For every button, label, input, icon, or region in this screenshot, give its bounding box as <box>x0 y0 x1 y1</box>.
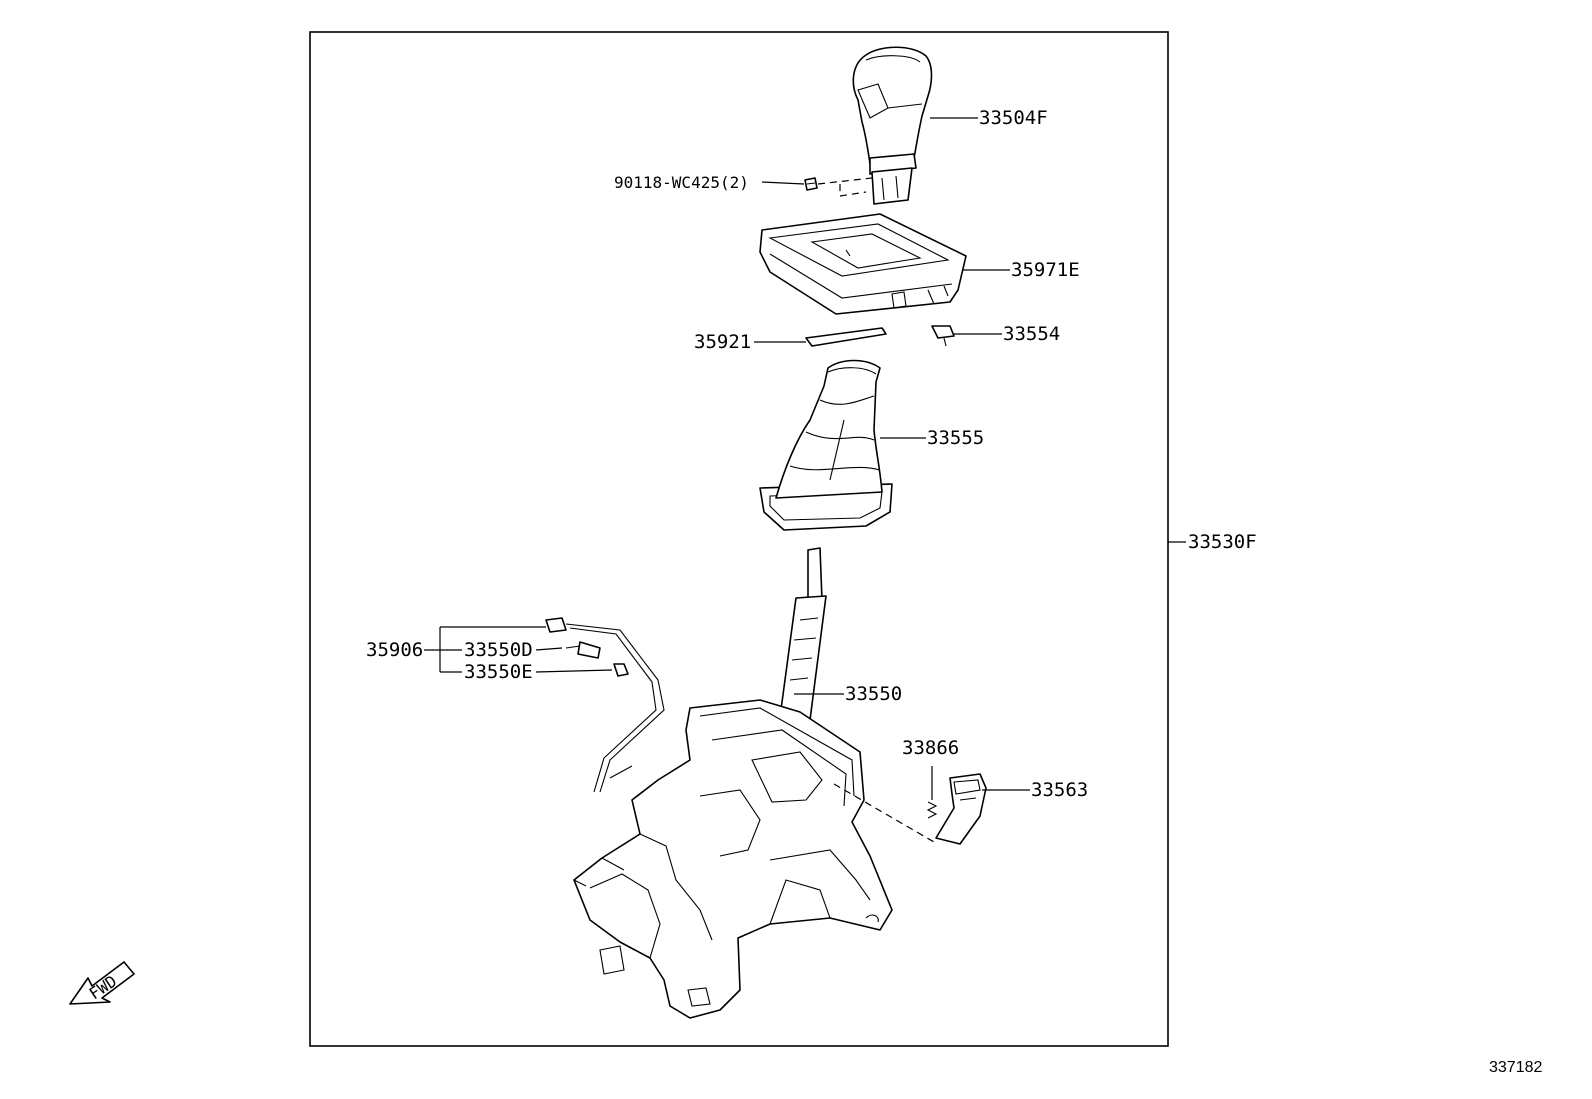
bulb-e-leader <box>535 669 613 673</box>
label-spring[interactable]: 33866 <box>902 737 959 759</box>
shift-boot-part[interactable] <box>759 359 893 531</box>
label-plate[interactable]: 35921 <box>694 331 751 353</box>
bulb-e-part[interactable] <box>613 663 629 677</box>
label-boot[interactable]: 33555 <box>927 427 984 449</box>
label-bulb-e[interactable]: 33550E <box>464 661 533 683</box>
label-cover[interactable]: 33563 <box>1031 779 1088 801</box>
screw-leader <box>761 181 805 185</box>
lamp-bracket <box>424 626 462 673</box>
clip-part[interactable] <box>931 325 955 347</box>
screw-part[interactable] <box>804 177 818 191</box>
spring-dash <box>833 783 935 843</box>
spring-part[interactable] <box>926 801 938 819</box>
label-clip[interactable]: 33554 <box>1003 323 1060 345</box>
label-screw[interactable]: 90118-WC425(2) <box>614 173 749 192</box>
shift-knob-part[interactable] <box>852 46 933 205</box>
fwd-arrow-icon: FWD <box>69 961 135 1005</box>
plate-part[interactable] <box>805 327 887 347</box>
label-bezel[interactable]: 35971E <box>1011 259 1080 281</box>
label-shift-lever[interactable]: 33550 <box>845 683 902 705</box>
label-knob[interactable]: 33504F <box>979 107 1048 129</box>
screw-dash <box>817 177 873 197</box>
shift-lever-part[interactable] <box>573 547 893 1019</box>
label-lamp-assy[interactable]: 35906 <box>366 639 423 661</box>
cover-part[interactable] <box>935 773 987 845</box>
assembly-frame <box>309 31 1169 1047</box>
lamp-wire-part[interactable] <box>545 617 665 793</box>
figure-number: 337182 <box>1489 1059 1542 1076</box>
bulb-d-leader <box>535 647 563 651</box>
label-bulb-d[interactable]: 33550D <box>464 639 533 661</box>
bulb-d-part[interactable] <box>565 641 601 659</box>
label-assembly[interactable]: 33530F <box>1188 531 1257 553</box>
shift-bezel-part[interactable] <box>759 213 967 315</box>
